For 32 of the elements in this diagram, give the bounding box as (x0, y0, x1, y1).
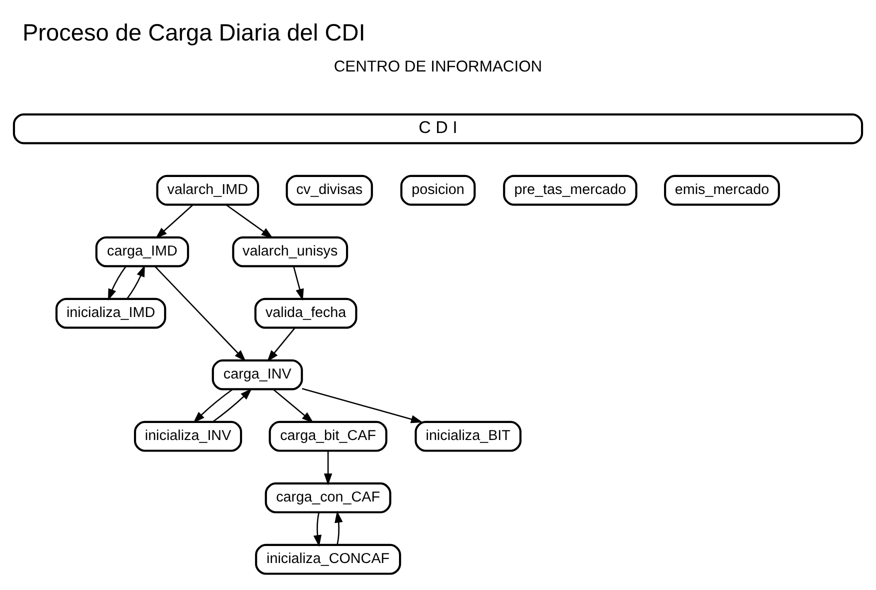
node-box: inicializa_CONCAF (255, 544, 402, 575)
arrow (266, 328, 296, 362)
node-box: carga_bit_CAF (268, 420, 388, 452)
node-box: posicion (400, 174, 476, 206)
arrow (226, 204, 274, 238)
node-box: valarch_unisys (232, 236, 348, 268)
node-box: carga_IMD (95, 236, 190, 268)
arrow (334, 510, 343, 546)
node-box: pre_tas_mercado (503, 174, 638, 206)
diagram-title: Proceso de Carga Diaria del CDI (22, 19, 366, 46)
node-box: inicializa_INV (134, 420, 242, 452)
arrow (155, 204, 193, 239)
arrow (108, 266, 126, 301)
arrow (293, 266, 304, 301)
node-box: valarch_IMD (156, 174, 260, 206)
arrow (154, 266, 246, 362)
node-box: inicializa_BIT (414, 420, 522, 452)
node-box: C D I (12, 113, 864, 144)
node-box: inicializa_IMD (55, 298, 166, 329)
node-box: valida_fecha (254, 298, 358, 329)
arrow (324, 451, 332, 486)
node-box: emis_mercado (664, 174, 780, 206)
arrow (313, 512, 322, 547)
arrow (302, 388, 423, 424)
arrow (193, 388, 233, 424)
label: CENTRO DE INFORMACION (334, 58, 542, 76)
node-box: carga_INV (212, 359, 303, 390)
node-box: carga_con_CAF (264, 482, 392, 514)
arrow (126, 264, 145, 300)
arrow (273, 389, 314, 423)
node-box: cv_divisas (286, 174, 373, 206)
arrow (212, 388, 252, 422)
